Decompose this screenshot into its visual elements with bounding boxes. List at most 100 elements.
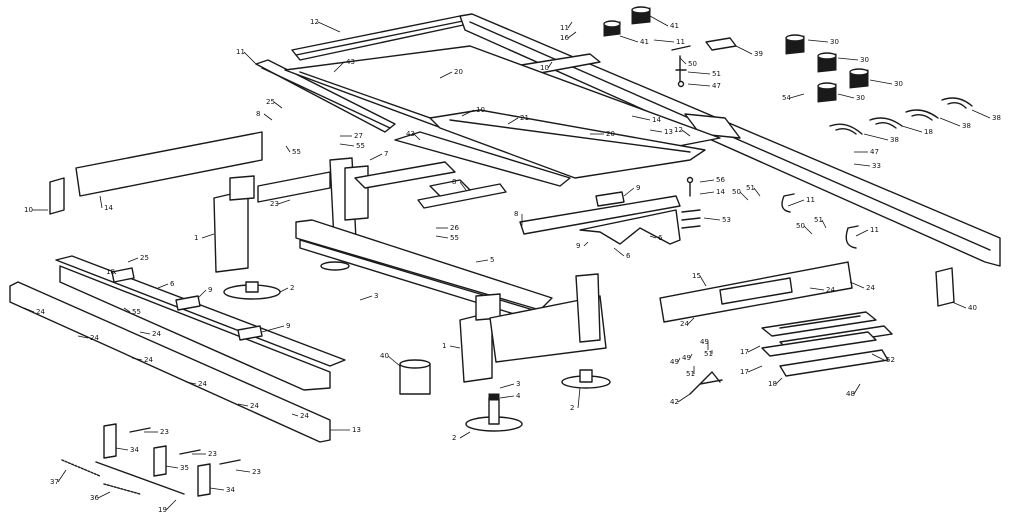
bolts-53 bbox=[681, 209, 701, 229]
bracket-9-c bbox=[237, 325, 263, 341]
callout-leader-c40b bbox=[951, 301, 967, 309]
callout-label-c51a: 51 bbox=[712, 70, 721, 78]
callout-label-c55a: 55 bbox=[356, 142, 365, 150]
callout-label-c55c: 55 bbox=[450, 234, 459, 242]
callout-label-c14b: 14 bbox=[104, 204, 113, 212]
callout-label-c11b: 11 bbox=[560, 24, 569, 32]
leg-1-left bbox=[213, 175, 255, 273]
callout-leader-c50a bbox=[679, 57, 687, 65]
callout-label-c23b: 23 bbox=[160, 428, 169, 436]
callout-label-c24c: 24 bbox=[144, 356, 153, 364]
callout-leader-c35a bbox=[165, 465, 179, 469]
callout-leader-c6b bbox=[157, 283, 169, 289]
callout-leader-c24i bbox=[849, 281, 865, 289]
callout-label-c11d: 11 bbox=[806, 196, 815, 204]
callout-leader-c30d bbox=[837, 93, 855, 99]
callout-label-c53a: 53 bbox=[722, 216, 731, 224]
callout-leader-c10a bbox=[547, 61, 553, 69]
callout-leader-c12b bbox=[681, 129, 691, 137]
callout-label-c10b: 10 bbox=[476, 106, 485, 114]
callout-label-c25b: 25 bbox=[140, 254, 149, 262]
callout-label-c8a: 8 bbox=[256, 110, 260, 118]
callout-leader-c38b bbox=[939, 117, 961, 127]
bracket-17-upper bbox=[761, 311, 877, 337]
callout-leader-c14c bbox=[699, 191, 715, 195]
callout-label-c20a: 20 bbox=[454, 68, 463, 76]
callout-label-c40b: 40 bbox=[968, 304, 977, 312]
callout-label-c48a: 48 bbox=[846, 390, 855, 398]
callout-label-c4a: 4 bbox=[516, 392, 521, 400]
callout-label-c24e: 24 bbox=[250, 402, 259, 410]
callout-leader-c52a bbox=[871, 353, 885, 361]
callout-label-c1b: 1 bbox=[442, 342, 446, 350]
callout-leader-c11c bbox=[653, 39, 675, 43]
callout-leader-c2c bbox=[577, 387, 581, 409]
frame-cross-8 bbox=[257, 161, 456, 203]
cushion-rail-11 bbox=[255, 59, 396, 133]
bracket-9-d bbox=[595, 191, 625, 207]
callout-leader-c3b bbox=[499, 383, 515, 389]
callout-label-c47b: 47 bbox=[870, 148, 879, 156]
callout-leader-c6c bbox=[613, 247, 625, 257]
callout-label-c18a: 18 bbox=[106, 268, 115, 276]
callout-label-c24b: 24 bbox=[90, 334, 99, 342]
callout-label-c38c: 38 bbox=[890, 136, 899, 144]
callout-label-c25a: 25 bbox=[266, 98, 275, 106]
frame-side-5 bbox=[295, 219, 553, 323]
callout-label-c47a: 47 bbox=[712, 82, 721, 90]
callout-leader-c55c bbox=[435, 235, 449, 239]
callout-label-c38a: 38 bbox=[992, 114, 1001, 122]
end-panel-14-left bbox=[75, 131, 263, 197]
pocket-cup-41-a bbox=[603, 20, 621, 37]
bracket-9-a bbox=[111, 267, 135, 283]
callout-leader-c12a bbox=[317, 21, 341, 33]
end-cap-10-left bbox=[49, 177, 65, 215]
callout-leader-c2a bbox=[279, 287, 289, 293]
cross-beam-8 bbox=[417, 183, 507, 209]
callout-leader-c20a bbox=[439, 71, 453, 79]
callout-label-c51b: 51 bbox=[746, 184, 755, 192]
callout-leader-c9d bbox=[583, 241, 589, 247]
callout-leader-c6a bbox=[649, 235, 657, 239]
pocket-cup-30-b bbox=[817, 52, 837, 73]
cross-beam-8-upper bbox=[429, 179, 471, 197]
hook-11-upper bbox=[781, 193, 795, 213]
callout-leader-c30c bbox=[869, 79, 893, 85]
end-apron-front bbox=[489, 273, 607, 363]
callout-leader-c40a bbox=[387, 355, 401, 367]
callout-label-c34b: 34 bbox=[226, 486, 235, 494]
hook-11-lower bbox=[845, 225, 859, 249]
callout-label-c3a: 3 bbox=[374, 292, 378, 300]
callout-label-c27a: 27 bbox=[354, 132, 363, 140]
callout-label-c24a: 24 bbox=[36, 308, 45, 316]
callout-label-c50a: 50 bbox=[688, 60, 697, 68]
callout-label-c23d: 23 bbox=[252, 468, 261, 476]
callout-label-c43b: 43 bbox=[406, 130, 415, 138]
callout-label-c24j: 24 bbox=[680, 320, 689, 328]
callout-label-c20b: 20 bbox=[606, 130, 615, 138]
callout-leader-c11d bbox=[787, 199, 805, 207]
bracket-17-lower bbox=[761, 331, 877, 357]
callout-label-c54a: 54 bbox=[782, 94, 791, 102]
callout-leader-c9c bbox=[261, 325, 285, 333]
callout-label-c6a: 6 bbox=[658, 234, 663, 242]
rod-19 bbox=[95, 461, 185, 495]
callout-label-c10c: 10 bbox=[24, 206, 33, 214]
callout-leader-c1b bbox=[449, 345, 461, 349]
callout-label-c6b: 6 bbox=[170, 280, 175, 288]
slate-21 bbox=[429, 109, 706, 179]
callout-label-c13a: 13 bbox=[664, 128, 673, 136]
callout-leader-c4a bbox=[499, 395, 515, 399]
callout-leader-c50c bbox=[803, 225, 813, 235]
callout-label-c30d: 30 bbox=[856, 94, 865, 102]
callout-leader-c51b bbox=[753, 187, 761, 197]
callout-label-c33a: 33 bbox=[872, 162, 881, 170]
callout-leader-c54a bbox=[789, 93, 805, 99]
callout-leader-c13a bbox=[649, 129, 663, 133]
callout-leader-c24f bbox=[291, 413, 299, 417]
callout-leader-c38c bbox=[863, 133, 889, 141]
leg-base-2-right bbox=[561, 369, 611, 389]
callout-label-c8b: 8 bbox=[452, 178, 456, 186]
callout-label-c24g: 24 bbox=[152, 330, 161, 338]
callout-label-c14a: 14 bbox=[652, 116, 661, 124]
